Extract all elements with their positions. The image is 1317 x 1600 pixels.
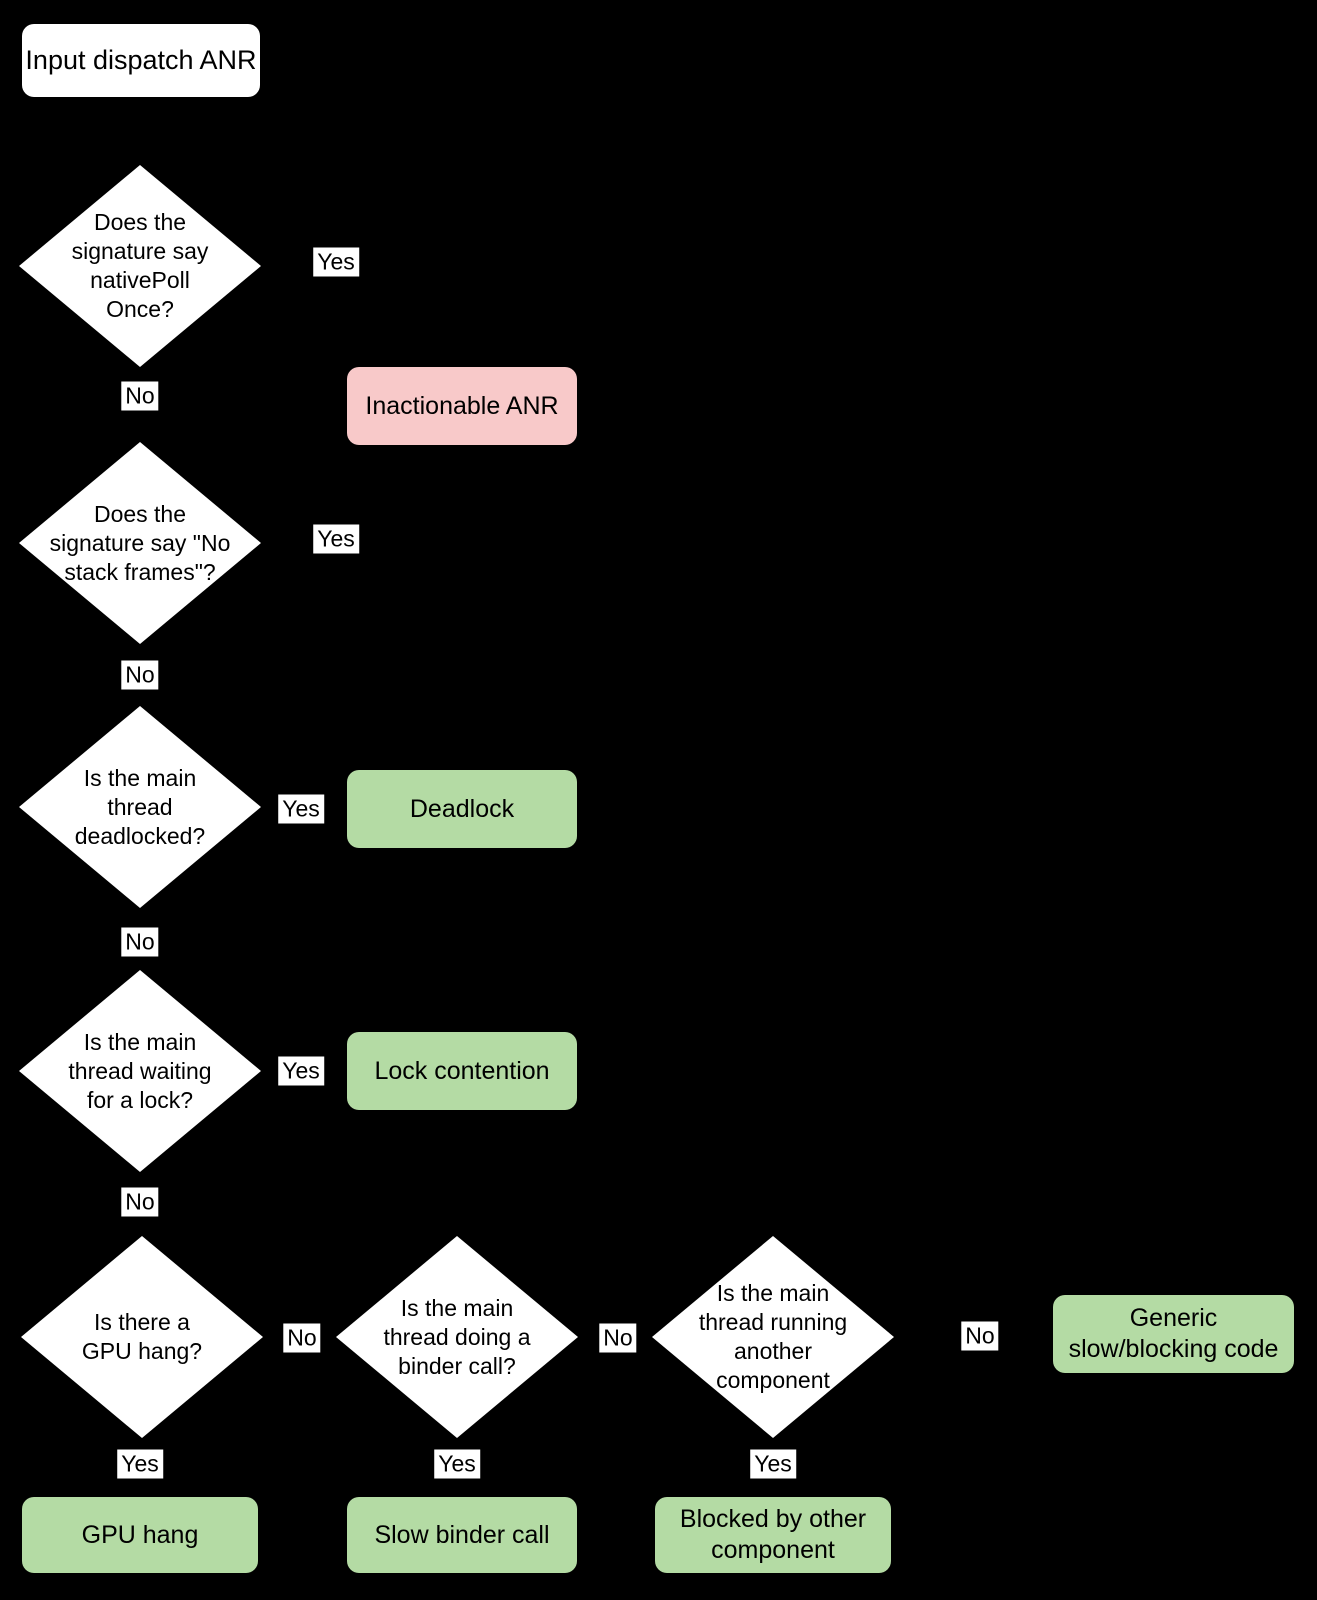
decision-native-poll-once: Does the signature say nativePoll Once? [19,165,261,367]
result-inactionable-anr: Inactionable ANR [347,367,577,445]
result-lock-contention: Lock contention [347,1032,577,1110]
decision-running-another-component: Is the main thread running another compo… [652,1236,894,1438]
edge-label-yes-waiting-lock: Yes [278,1056,324,1086]
edge-label-no-native-poll: No [121,381,159,411]
decision-gpu-hang: Is there a GPU hang? [21,1236,263,1438]
edge-label-no-waiting-lock: No [121,1187,159,1217]
edge-label-no-gpu-hang: No [283,1323,321,1353]
result-generic-slow-blocking-code: Generic slow/blocking code [1053,1295,1294,1373]
result-blocked-by-other-component: Blocked by other component [655,1497,891,1573]
edge-label-yes-binder-call: Yes [434,1449,480,1479]
edge-label-no-no-stack-frames: No [121,660,159,690]
result-gpu-hang: GPU hang [22,1497,258,1573]
edge-label-no-binder-call: No [599,1323,637,1353]
edge-label-yes-no-stack-frames: Yes [313,524,359,554]
decision-main-thread-waiting-lock: Is the main thread waiting for a lock? [19,970,261,1172]
edge-label-no-deadlocked: No [121,927,159,957]
edge-label-yes-other-component: Yes [750,1449,796,1479]
decision-main-thread-deadlocked: Is the main thread deadlocked? [19,706,261,908]
edge-label-no-other-component: No [961,1321,999,1351]
start-node: Input dispatch ANR [22,24,260,97]
edge-label-yes-gpu-hang: Yes [117,1449,163,1479]
result-deadlock: Deadlock [347,770,577,848]
decision-binder-call: Is the main thread doing a binder call? [336,1236,578,1438]
result-slow-binder-call: Slow binder call [347,1497,577,1573]
edge-label-yes-native-poll: Yes [313,247,359,277]
edge-label-yes-deadlocked: Yes [278,794,324,824]
decision-no-stack-frames: Does the signature say "No stack frames"… [19,442,261,644]
